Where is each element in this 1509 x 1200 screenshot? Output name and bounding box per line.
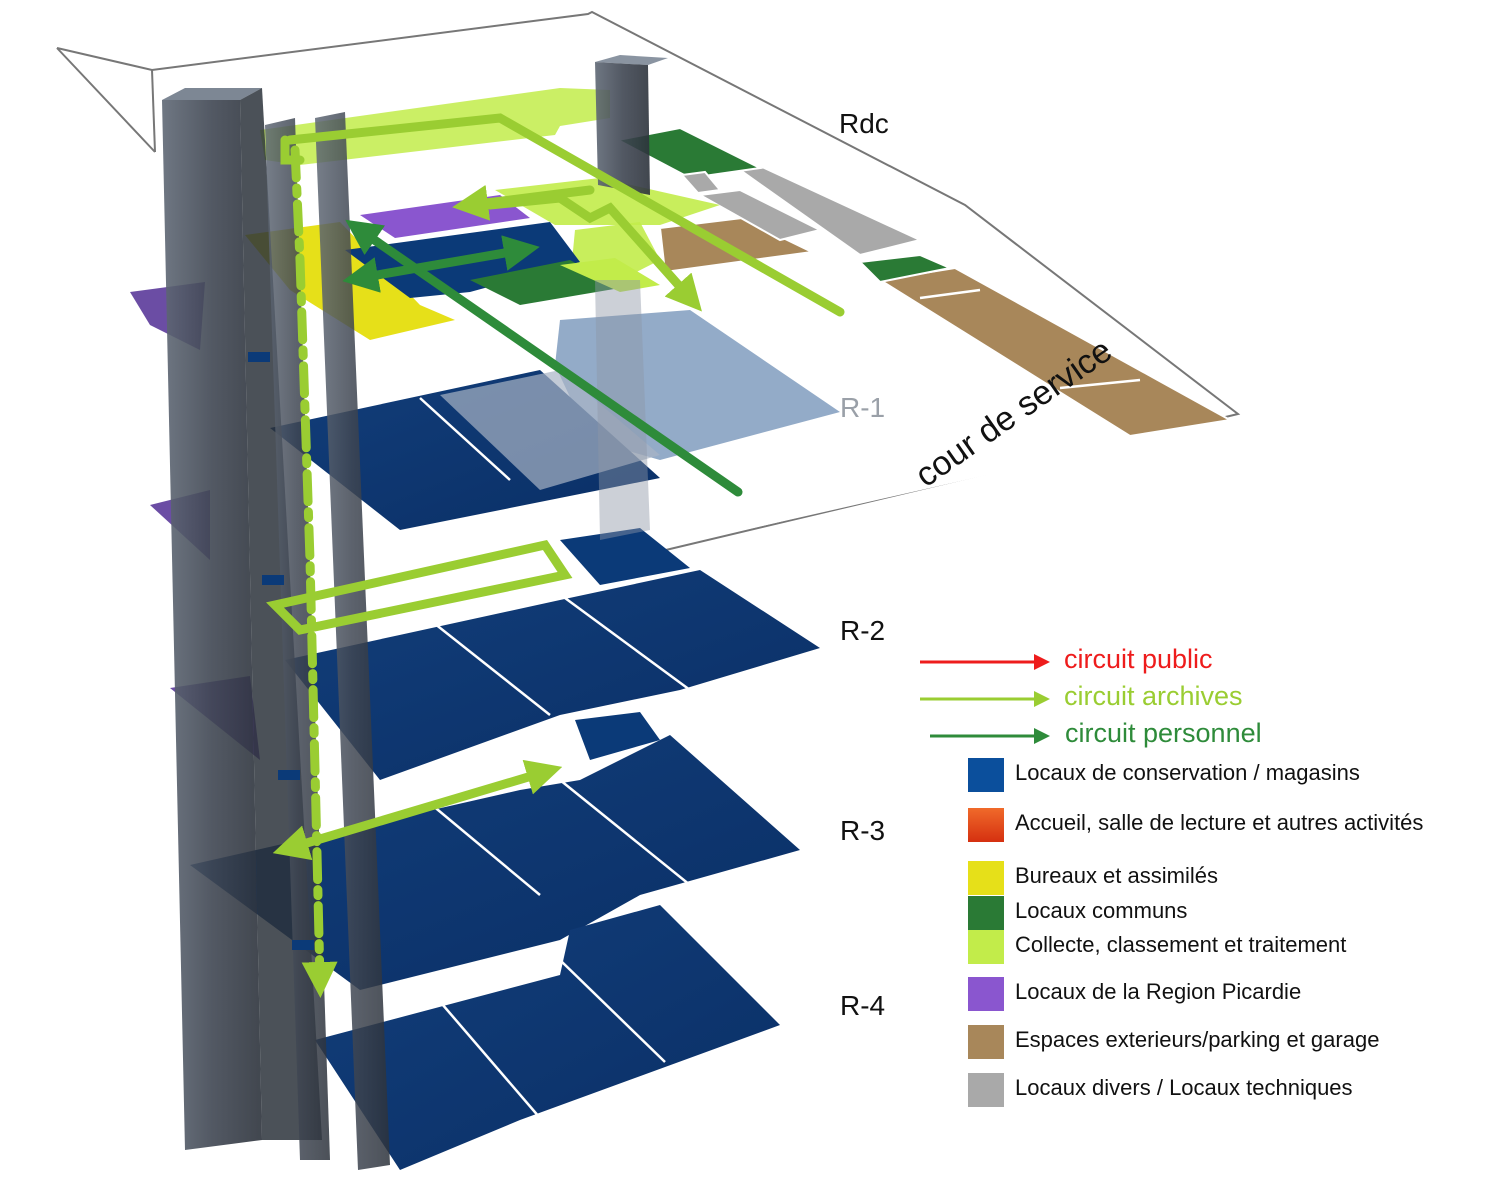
legend-label: Accueil, salle de lecture et autres acti… — [1015, 810, 1424, 835]
r4-floor — [315, 905, 780, 1170]
r3-floor — [190, 712, 800, 990]
circuit-archives-paths — [266, 113, 845, 998]
legend-label: Locaux communs — [1015, 898, 1188, 923]
legend-swatch — [968, 1073, 1004, 1107]
legend-swatch — [968, 977, 1004, 1011]
pillars — [162, 55, 668, 1170]
circuit-label-archives: circuit archives — [1064, 681, 1243, 711]
circuit-label-public: circuit public — [1064, 644, 1213, 674]
circuit-row-archives: circuit archives — [918, 681, 1418, 715]
floor-label-r2: R-2 — [840, 615, 886, 646]
legend-label: Espaces exterieurs/parking et garage — [1015, 1027, 1380, 1052]
legend-swatch — [968, 758, 1004, 792]
legend-swatch — [968, 1025, 1004, 1059]
legend-row-exterieurs: Espaces exterieurs/parking et garage — [968, 1025, 1498, 1061]
legend-row-bureaux: Bureaux et assimilés — [968, 861, 1498, 897]
legend-label: Locaux de conservation / magasins — [1015, 760, 1360, 785]
legend-label: Collecte, classement et traitement — [1015, 932, 1347, 957]
legend-row-region: Locaux de la Region Picardie — [968, 977, 1498, 1013]
light-green-arrow-icon — [920, 691, 1050, 707]
legend-row-collecte: Collecte, classement et traitement — [968, 930, 1498, 966]
floor-label-rdc: Rdc — [839, 108, 889, 139]
red-arrow-icon — [920, 654, 1050, 670]
circuit-personnel-paths — [342, 219, 743, 497]
legend-swatch — [968, 861, 1004, 895]
legend-row-communs: Locaux communs — [968, 896, 1498, 932]
legend-swatch — [968, 808, 1004, 842]
circuit-row-personnel: circuit personnel — [928, 718, 1428, 752]
circuit-row-public: circuit public — [918, 644, 1418, 678]
floor-label-r3: R-3 — [840, 815, 886, 846]
legend-label: Locaux de la Region Picardie — [1015, 979, 1302, 1004]
site-outline — [56, 10, 1241, 569]
legend-row-divers: Locaux divers / Locaux techniques — [968, 1073, 1498, 1109]
floor-label-r4: R-4 — [840, 990, 886, 1021]
circuit-label-personnel: circuit personnel — [1065, 718, 1262, 748]
legend-row-conservation: Locaux de conservation / magasins — [968, 758, 1498, 794]
legend-row-accueil: Accueil, salle de lecture et autres acti… — [968, 808, 1498, 844]
r1-floor — [150, 310, 840, 560]
legend-label: Bureaux et assimilés — [1015, 863, 1218, 888]
legend-label: Locaux divers / Locaux techniques — [1015, 1075, 1353, 1100]
floor-label-r1: R-1 — [840, 392, 886, 423]
legend-swatch — [968, 896, 1004, 930]
legend-swatch — [968, 930, 1004, 964]
dark-green-arrow-icon — [930, 728, 1050, 744]
